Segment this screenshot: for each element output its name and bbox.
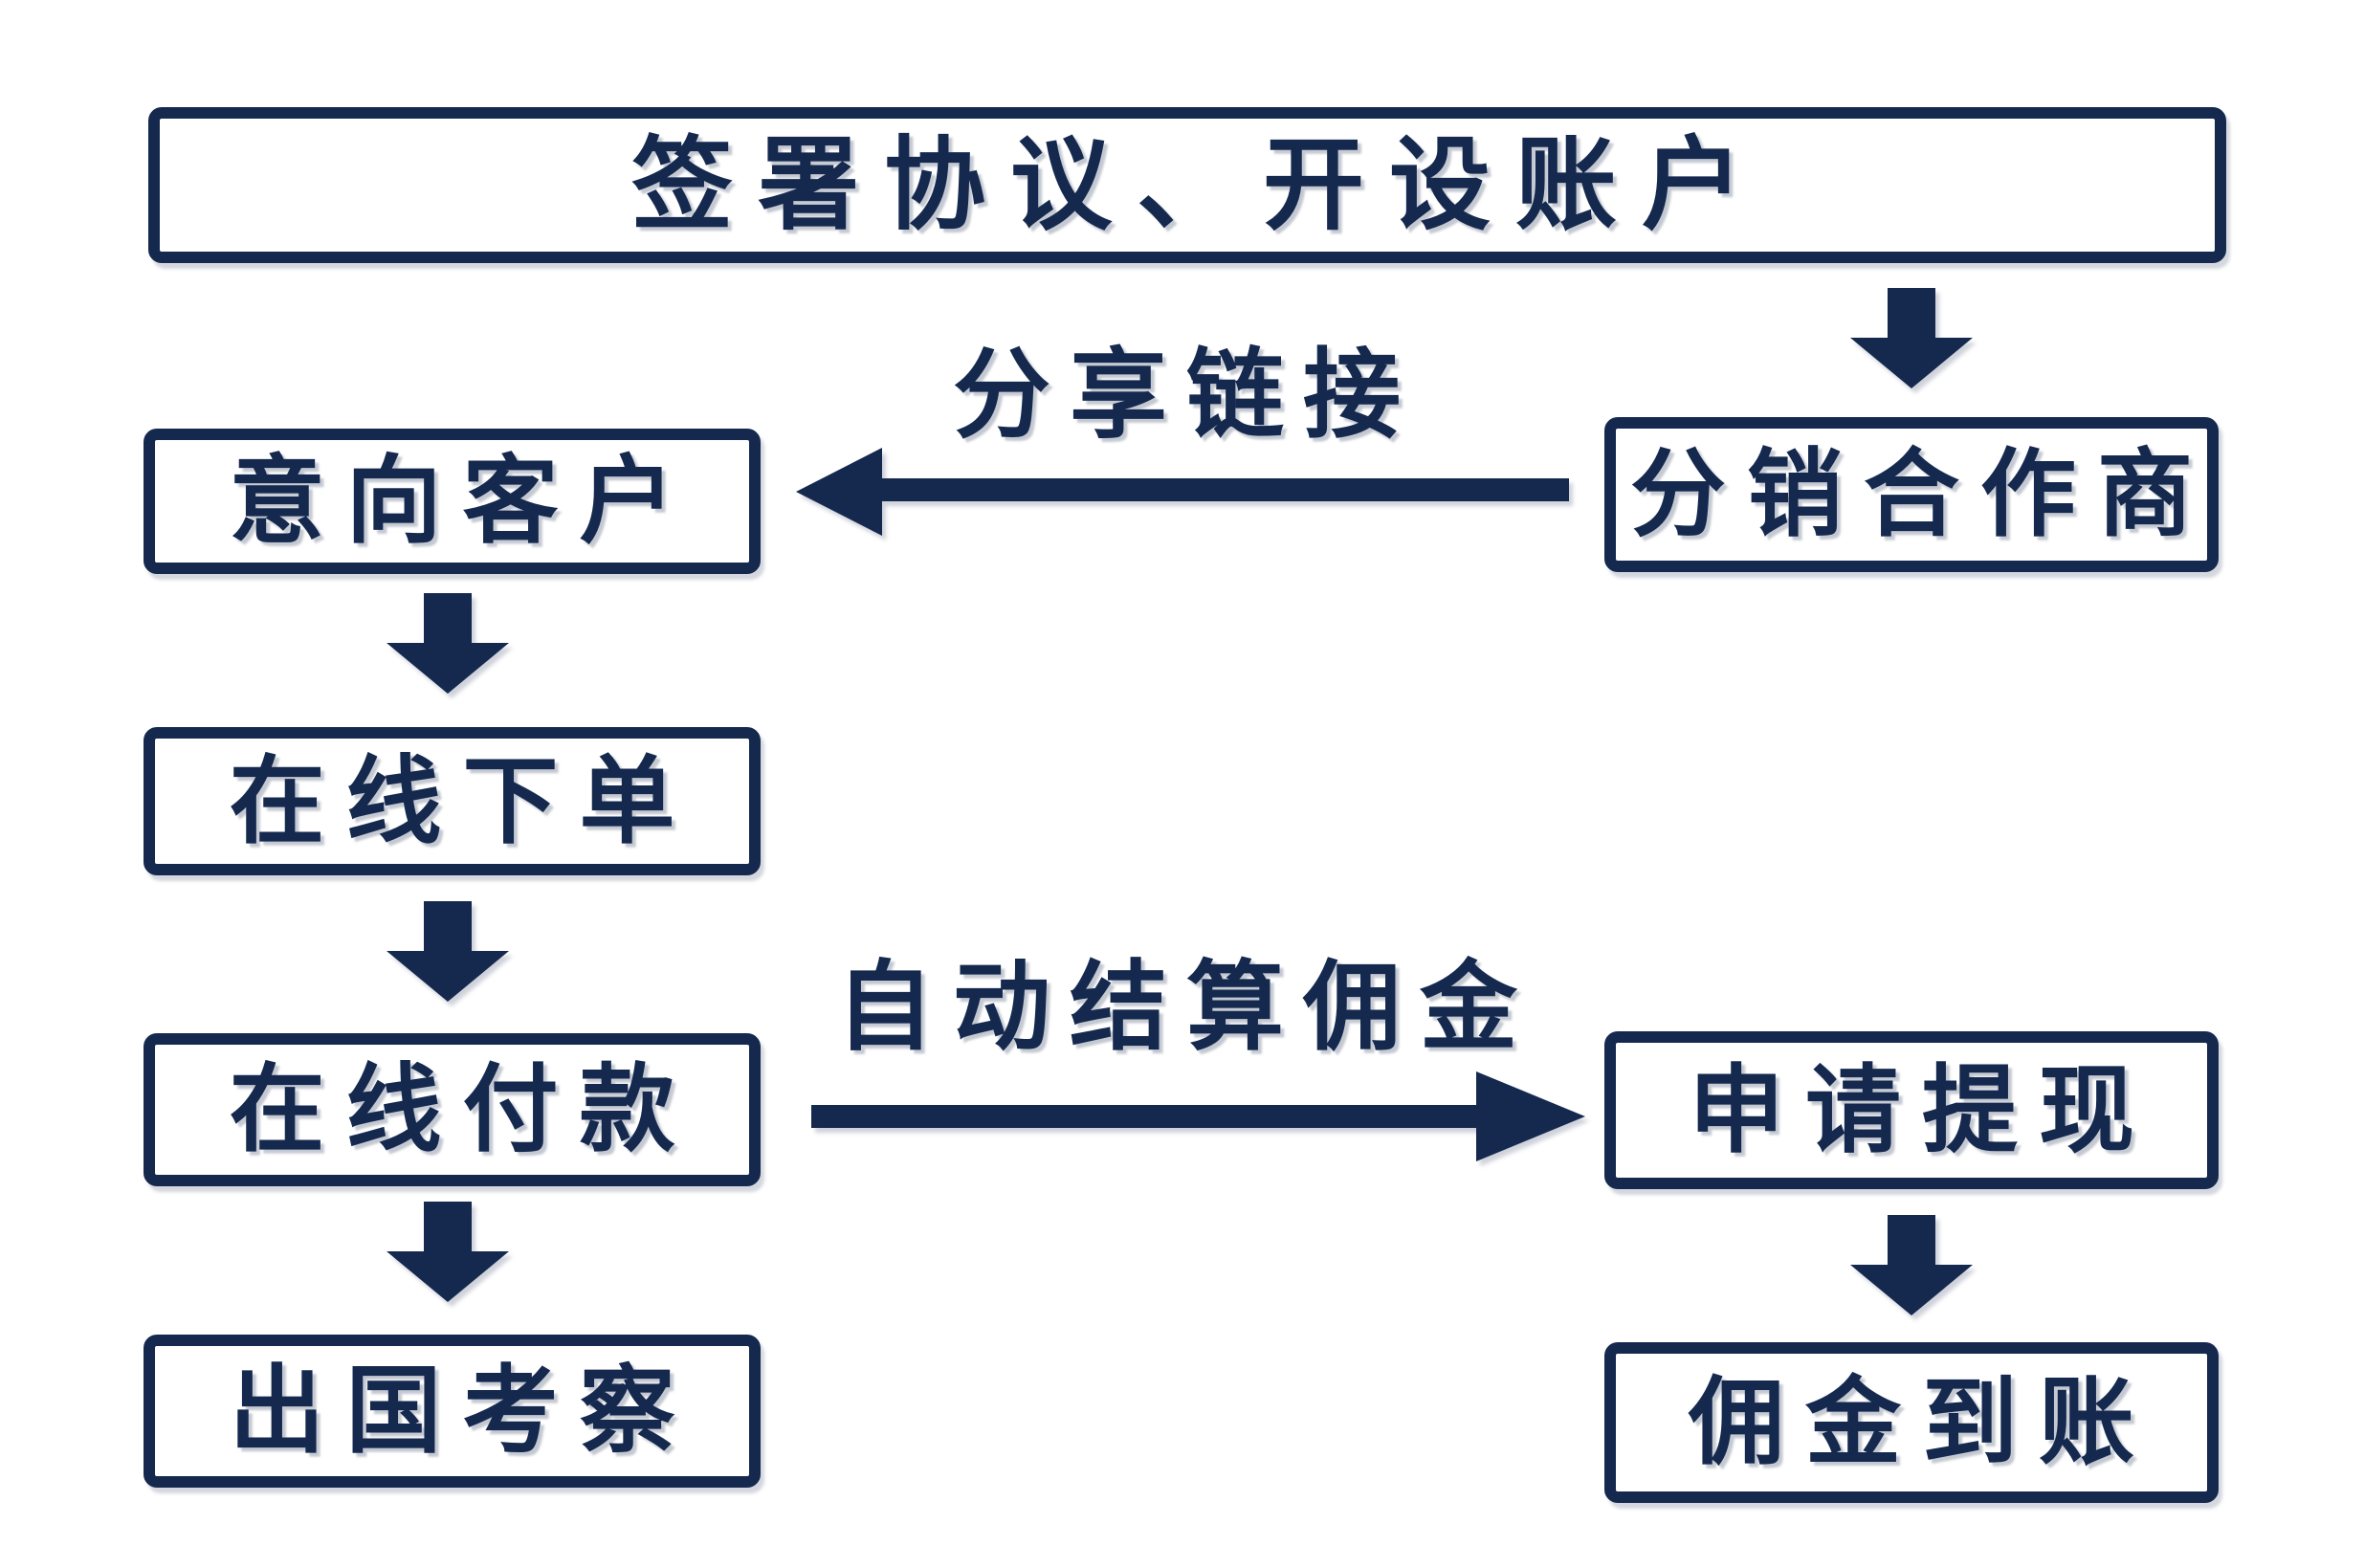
flow-box-online-order: 在线下单	[144, 727, 761, 875]
arrow-prospect-to-order-icon	[387, 593, 509, 694]
flow-box-commission-received-label: 佣金到账	[1689, 1369, 2155, 1476]
flow-box-sign-agreement: 签署协议、开设账户	[148, 107, 2226, 263]
flow-box-sign-agreement-label: 签署协议、开设账户	[631, 128, 1768, 242]
flow-box-prospective-customer-label: 意向客户	[229, 448, 696, 555]
arrow-partner-to-prospect-icon	[796, 448, 1569, 536]
arrow-order-to-pay-icon	[387, 901, 509, 1002]
flow-box-distribution-partner-label: 分销合作商	[1630, 441, 2214, 548]
flow-box-overseas-inspection: 出国考察	[144, 1335, 761, 1488]
arrow-pay-to-inspect-icon	[387, 1202, 509, 1302]
flow-box-overseas-inspection-label: 出国考察	[229, 1358, 696, 1465]
flow-box-distribution-partner: 分销合作商	[1604, 417, 2219, 572]
arrow-pay-to-withdraw-icon	[811, 1071, 1585, 1161]
arrow-withdraw-to-received-icon	[1850, 1215, 1973, 1315]
flow-box-request-withdrawal-label: 申请提现	[1689, 1056, 2155, 1164]
arrow-sign-to-partner-icon	[1850, 288, 1973, 388]
flow-box-online-order-label: 在线下单	[229, 747, 696, 855]
flow-box-request-withdrawal: 申请提现	[1604, 1031, 2219, 1189]
edge-label-auto-settle-commission: 自动结算佣金	[836, 953, 1536, 1062]
flow-box-commission-received: 佣金到账	[1604, 1342, 2219, 1503]
flow-box-online-payment: 在线付款	[144, 1033, 761, 1186]
edge-label-share-link: 分享链接	[953, 341, 1420, 450]
flow-box-prospective-customer: 意向客户	[144, 429, 761, 574]
flow-box-online-payment-label: 在线付款	[229, 1056, 696, 1163]
